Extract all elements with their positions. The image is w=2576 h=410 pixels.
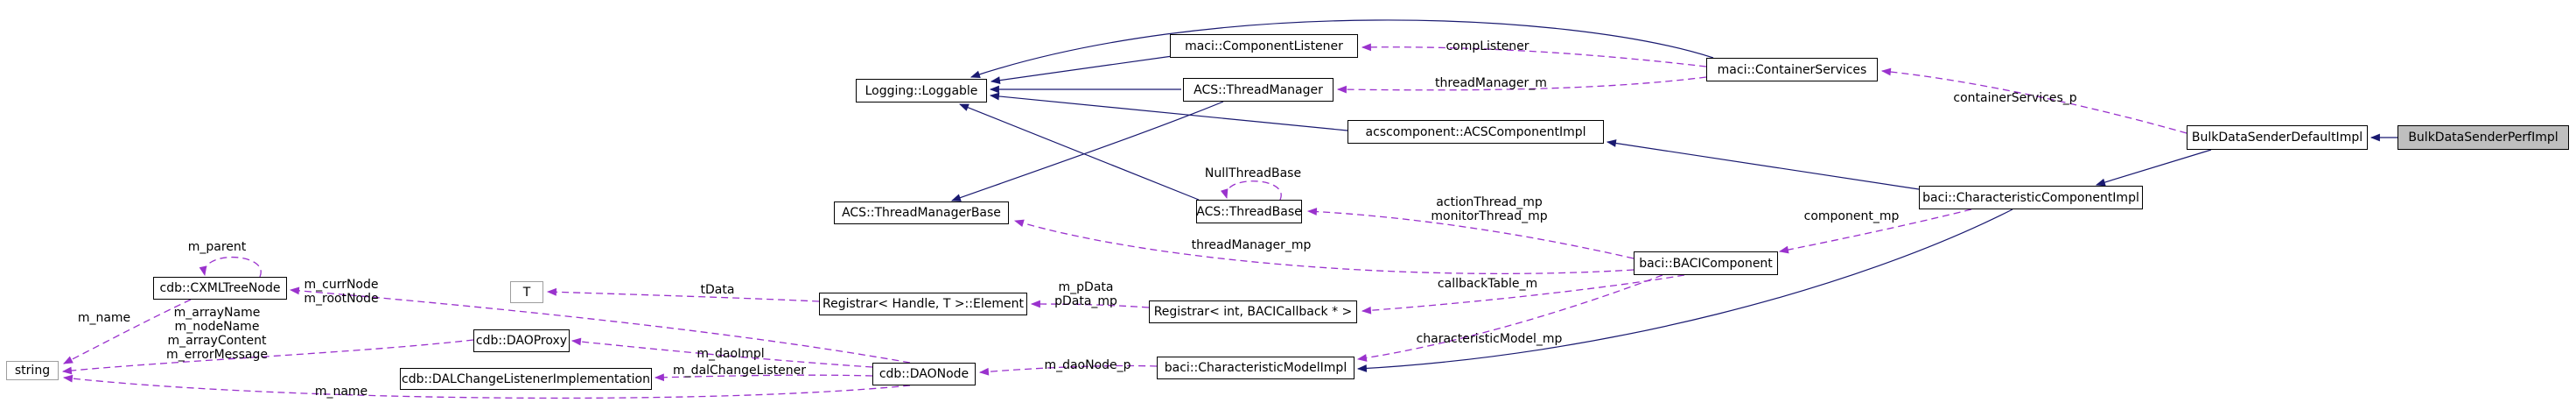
class-node-registrarElement[interactable]: Registrar< Handle, T >::Element (819, 293, 1027, 315)
edge-inheritance-threadManager-to-threadManagerBase (950, 101, 1224, 201)
edge-label-bulkDefault-to-containerServices: containerServices_p (1953, 91, 2076, 105)
class-node-baciComponent[interactable]: baci::BACIComponent (1634, 251, 1778, 275)
edge-label-line: m_name (314, 385, 368, 399)
edge-inheritance-bulkDefault-to-charCompImpl (2095, 149, 2212, 187)
class-node-threadManagerBase[interactable]: ACS::ThreadManagerBase (834, 201, 1009, 224)
edge-label-line: actionThread_mp (1436, 195, 1543, 209)
edge-label-line: m_rootNode (304, 292, 379, 306)
edge-usage-cxmlTreeNode-to-stringNode (63, 299, 192, 364)
class-node-daoProxy[interactable]: cdb::DAOProxy (473, 329, 570, 352)
edge-label-baciComponent-to-registrarInt: callbackTable_m (1438, 277, 1537, 291)
edge-label-baciComponent-to-charModelImpl: characteristicModel_mp (1417, 332, 1563, 346)
class-node-charCompImpl[interactable]: baci::CharacteristicComponentImpl (1919, 186, 2143, 209)
edge-usage-containerServices-to-componentListener (1361, 43, 1707, 67)
edge-usage-daoNode-to-daoProxy (570, 337, 873, 368)
class-node-charModelImpl[interactable]: baci::CharacteristicModelImpl (1157, 357, 1354, 379)
edge-label-charModelImpl-to-daoNode: m_daoNode_p (1044, 358, 1130, 372)
class-node-daoNode[interactable]: cdb::DAONode (872, 363, 976, 385)
edge-label-containerServices-to-componentListener: compListener (1446, 39, 1529, 53)
edge-label-line: monitorThread_mp (1431, 209, 1548, 223)
edge-usage-bulkDefault-to-containerServices (1880, 67, 2188, 134)
edge-label-daoNode-to-dalChangeListener: m_dalChangeListener (673, 364, 806, 378)
edge-usage-daoNode-to-stringNode (62, 374, 911, 399)
edge-label-line: m_errorMessage (166, 348, 268, 362)
class-node-componentListener[interactable]: maci::ComponentListener (1170, 34, 1358, 58)
edge-label-cxmlTreeNode-to-stringNode: m_name (78, 311, 130, 325)
edge-label-line: m_pData (1058, 280, 1114, 294)
edge-usage-baciComponent-to-threadManagerBase (1013, 219, 1634, 274)
edge-label-line: component_mp (1803, 209, 1900, 223)
edge-inheritance-charCompImpl-to-acsComponentImpl (1606, 139, 1920, 190)
edge-label-line: characteristicModel_mp (1416, 332, 1563, 346)
class-node-threadBase[interactable]: ACS::ThreadBase (1196, 200, 1302, 223)
edge-inheritance-acsComponentImpl-to-loggable (989, 92, 1348, 131)
edge-label-threadBase-to-threadBase: NullThreadBase (1205, 166, 1301, 180)
edge-label-daoNode-to-stringNode: m_name (315, 385, 368, 399)
edge-usage-baciComponent-to-threadBase (1306, 208, 1634, 259)
edge-inheritance-charCompImpl-to-charModelImpl (1356, 209, 2013, 372)
edge-usage-daoProxy-to-stringNode (61, 339, 474, 375)
edge-label-line: m_parent (187, 240, 247, 254)
class-node-containerServices[interactable]: maci::ContainerServices (1706, 58, 1878, 81)
edge-label-line: compListener (1446, 39, 1530, 53)
edge-label-line: threadManager_m (1435, 76, 1547, 90)
edge-inheritance-componentListener-to-loggable (990, 55, 1173, 84)
edge-usage-containerServices-to-threadManager (1336, 76, 1707, 94)
class-node-registrarInt[interactable]: Registrar< int, BACICallback * > (1149, 300, 1357, 323)
edge-label-cxmlTreeNode-to-cxmlTreeNode: m_parent (188, 240, 247, 254)
class-node-loggable[interactable]: Logging::Loggable (856, 79, 987, 102)
edge-usage-threadBase-to-threadBase (1220, 180, 1282, 201)
edge-usage-charCompImpl-to-baciComponent (1778, 209, 1972, 254)
edge-label-line: threadManager_mp (1191, 238, 1312, 252)
edge-label-containerServices-to-threadManager: threadManager_m (1435, 76, 1547, 90)
edge-usage-registrarInt-to-registrarElement (1030, 300, 1150, 308)
edge-label-line: m_arrayContent (167, 334, 267, 348)
edge-label-line: callbackTable_m (1437, 277, 1538, 291)
edge-label-line: pData_mp (1054, 294, 1117, 308)
edge-usage-daoNode-to-cxmlTreeNode (289, 286, 911, 364)
class-node-dalChangeListener[interactable]: cdb::DALChangeListenerImplementation (400, 368, 652, 390)
class-node-bulkDefault[interactable]: BulkDataSenderDefaultImpl (2187, 125, 2368, 150)
class-node-stringNode: string (6, 361, 59, 380)
edge-usage-baciComponent-to-charModelImpl (1356, 274, 1663, 362)
edge-label-line: m_nodeName (174, 320, 260, 334)
edge-label-line: m_daoImpl (696, 347, 765, 361)
edge-label-line: m_daoNode_p (1044, 358, 1131, 372)
edge-usage-registrarElement-to-tparam (546, 287, 820, 302)
class-node-tparam: T (510, 281, 543, 303)
edge-label-line: m_arrayName (173, 306, 261, 320)
class-node-acsComponentImpl[interactable]: acscomponent::ACSComponentImpl (1348, 120, 1604, 144)
edge-label-line: m_name (77, 311, 131, 325)
edge-usage-cxmlTreeNode-to-cxmlTreeNode (199, 256, 262, 278)
edge-inheritance-containerServices-to-loggable (970, 19, 1714, 79)
edge-label-line: tData (700, 283, 735, 297)
edge-label-baciComponent-to-threadManagerBase: threadManager_mp (1192, 238, 1312, 252)
edge-usage-daoNode-to-dalChangeListener (654, 373, 873, 382)
edge-label-registrarElement-to-tparam: tData (701, 283, 735, 297)
class-node-threadManager[interactable]: ACS::ThreadManager (1183, 78, 1334, 102)
edge-label-line: containerServices_p (1953, 91, 2077, 105)
edge-inheritance-threadBase-to-loggable (958, 103, 1200, 201)
class-node-cxmlTreeNode[interactable]: cdb::CXMLTreeNode (153, 277, 287, 300)
edge-label-charCompImpl-to-baciComponent: component_mp (1804, 209, 1900, 223)
edge-label-line: NullThreadBase (1204, 166, 1302, 180)
edge-label-line: m_dalChangeListener (673, 364, 806, 378)
edge-label-daoNode-to-daoProxy: m_daoImpl (696, 347, 764, 361)
edge-label-line: m_currNode (304, 278, 379, 292)
class-node-bulkPerf: BulkDataSenderPerfImpl (2398, 125, 2569, 150)
